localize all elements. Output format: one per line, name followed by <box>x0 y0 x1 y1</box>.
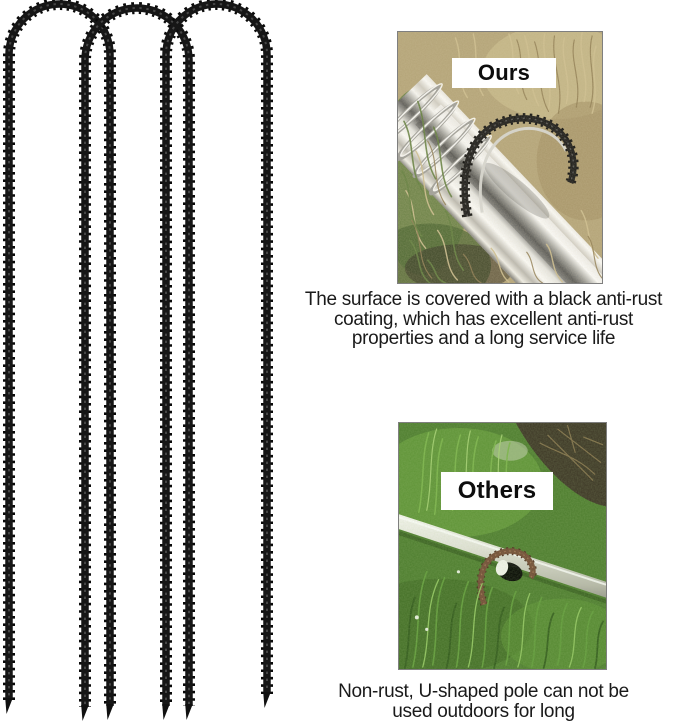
others-caption-line-2: used outdoors for long <box>392 700 575 722</box>
ours-label: Ours <box>452 58 556 88</box>
u-shaped-stakes-graphic <box>2 0 273 721</box>
stake-3 <box>160 0 273 720</box>
stake-2 <box>79 2 195 721</box>
others-caption: Non-rust, U-shaped pole can not be used … <box>288 682 679 721</box>
ours-caption-line-1: The surface is covered with a black anti… <box>304 289 663 310</box>
others-caption-line-1: Non-rust, U-shaped pole can not be <box>338 681 629 702</box>
others-photo-scene <box>399 423 606 669</box>
ours-caption: The surface is covered with a black anti… <box>288 290 679 349</box>
ours-caption-line-2: coating, which has excellent anti-rust <box>333 308 634 330</box>
ours-caption-line-3: properties and a long service life <box>351 328 616 349</box>
stake-1 <box>2 0 116 720</box>
ours-photo: Ours <box>397 31 603 284</box>
others-label: Others <box>441 472 553 510</box>
others-photo: Others <box>398 422 607 670</box>
ours-photo-scene <box>398 32 602 283</box>
